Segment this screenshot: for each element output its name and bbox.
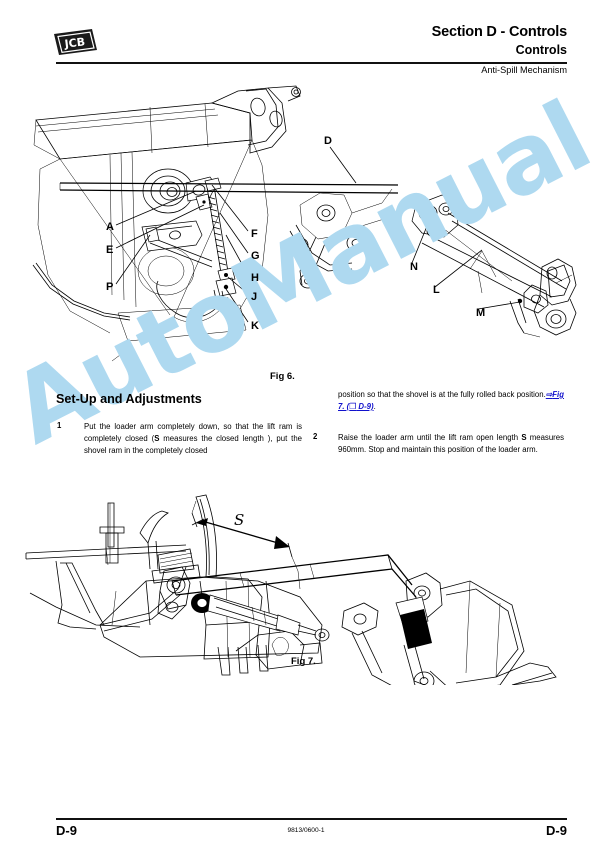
callout-a: A (106, 221, 114, 233)
step-1-text: Put the loader arm completely down, so t… (84, 421, 302, 457)
step-1-bold-s: S (154, 433, 160, 443)
step-1-continuation: position so that the shovel is at the fu… (338, 389, 564, 413)
callout-f: F (251, 228, 258, 240)
document-icon: ❐ (349, 401, 357, 411)
link-arrow-icon: ⇨ (545, 390, 553, 399)
jcb-logo: JCB (52, 29, 98, 56)
callout-l: L (433, 284, 440, 296)
callout-d: D (324, 135, 332, 147)
callout-e: E (106, 244, 114, 256)
link-label: Fig 7. ( (338, 390, 564, 411)
callout-h: H (251, 272, 259, 284)
fig7-caption: Fig 7. (291, 656, 316, 667)
footer-divider (56, 818, 567, 820)
callout-p: P (106, 281, 114, 293)
step-2-text: Raise the loader arm until the lift ram … (338, 432, 564, 456)
step-2-text-part2: measures 960mm. Stop and maintain this p… (338, 433, 564, 454)
mechanism-label: Anti-Spill Mechanism (481, 65, 567, 75)
step-2-text-part1: Raise the loader arm until the lift ram … (338, 433, 522, 442)
page-title: Section D - Controls (431, 24, 568, 40)
step-1-cont-end: . (373, 401, 376, 411)
fig6-caption: Fig 6. (270, 371, 295, 382)
callout-n: N (410, 261, 418, 273)
callout-m: M (476, 307, 486, 319)
step-1-number: 1 (57, 421, 62, 430)
link-page-ref: D-9) (356, 401, 374, 411)
header-divider (56, 62, 567, 64)
callout-j: J (251, 291, 258, 303)
step-2-bold-s: S (521, 433, 527, 442)
svg-text:S: S (234, 511, 244, 529)
svg-text:JCB: JCB (63, 35, 86, 51)
step-1-cont-text: position so that the shovel is at the fu… (338, 390, 546, 399)
section-heading: Set-Up and Adjustments (56, 392, 202, 406)
step-1-text-part2: measures the closed length ), put the sh… (84, 433, 302, 455)
callout-g: G (251, 250, 260, 262)
step-2-number: 2 (313, 432, 318, 441)
fig7-diagram: S (25, 494, 557, 685)
footer-page-right: D-9 (546, 823, 567, 838)
footer-page-left: D-9 (56, 823, 77, 838)
fig6-diagram (32, 85, 577, 362)
step-1-text-part1: Put the loader arm completely down, so t… (84, 422, 302, 443)
callout-k: K (251, 320, 259, 332)
footer-doc-number: 9813/0600-1 (287, 827, 325, 834)
page-subtitle: Controls (515, 43, 567, 57)
fig7-link[interactable]: ⇨Fig 7. (❐ D-9) (338, 390, 564, 411)
